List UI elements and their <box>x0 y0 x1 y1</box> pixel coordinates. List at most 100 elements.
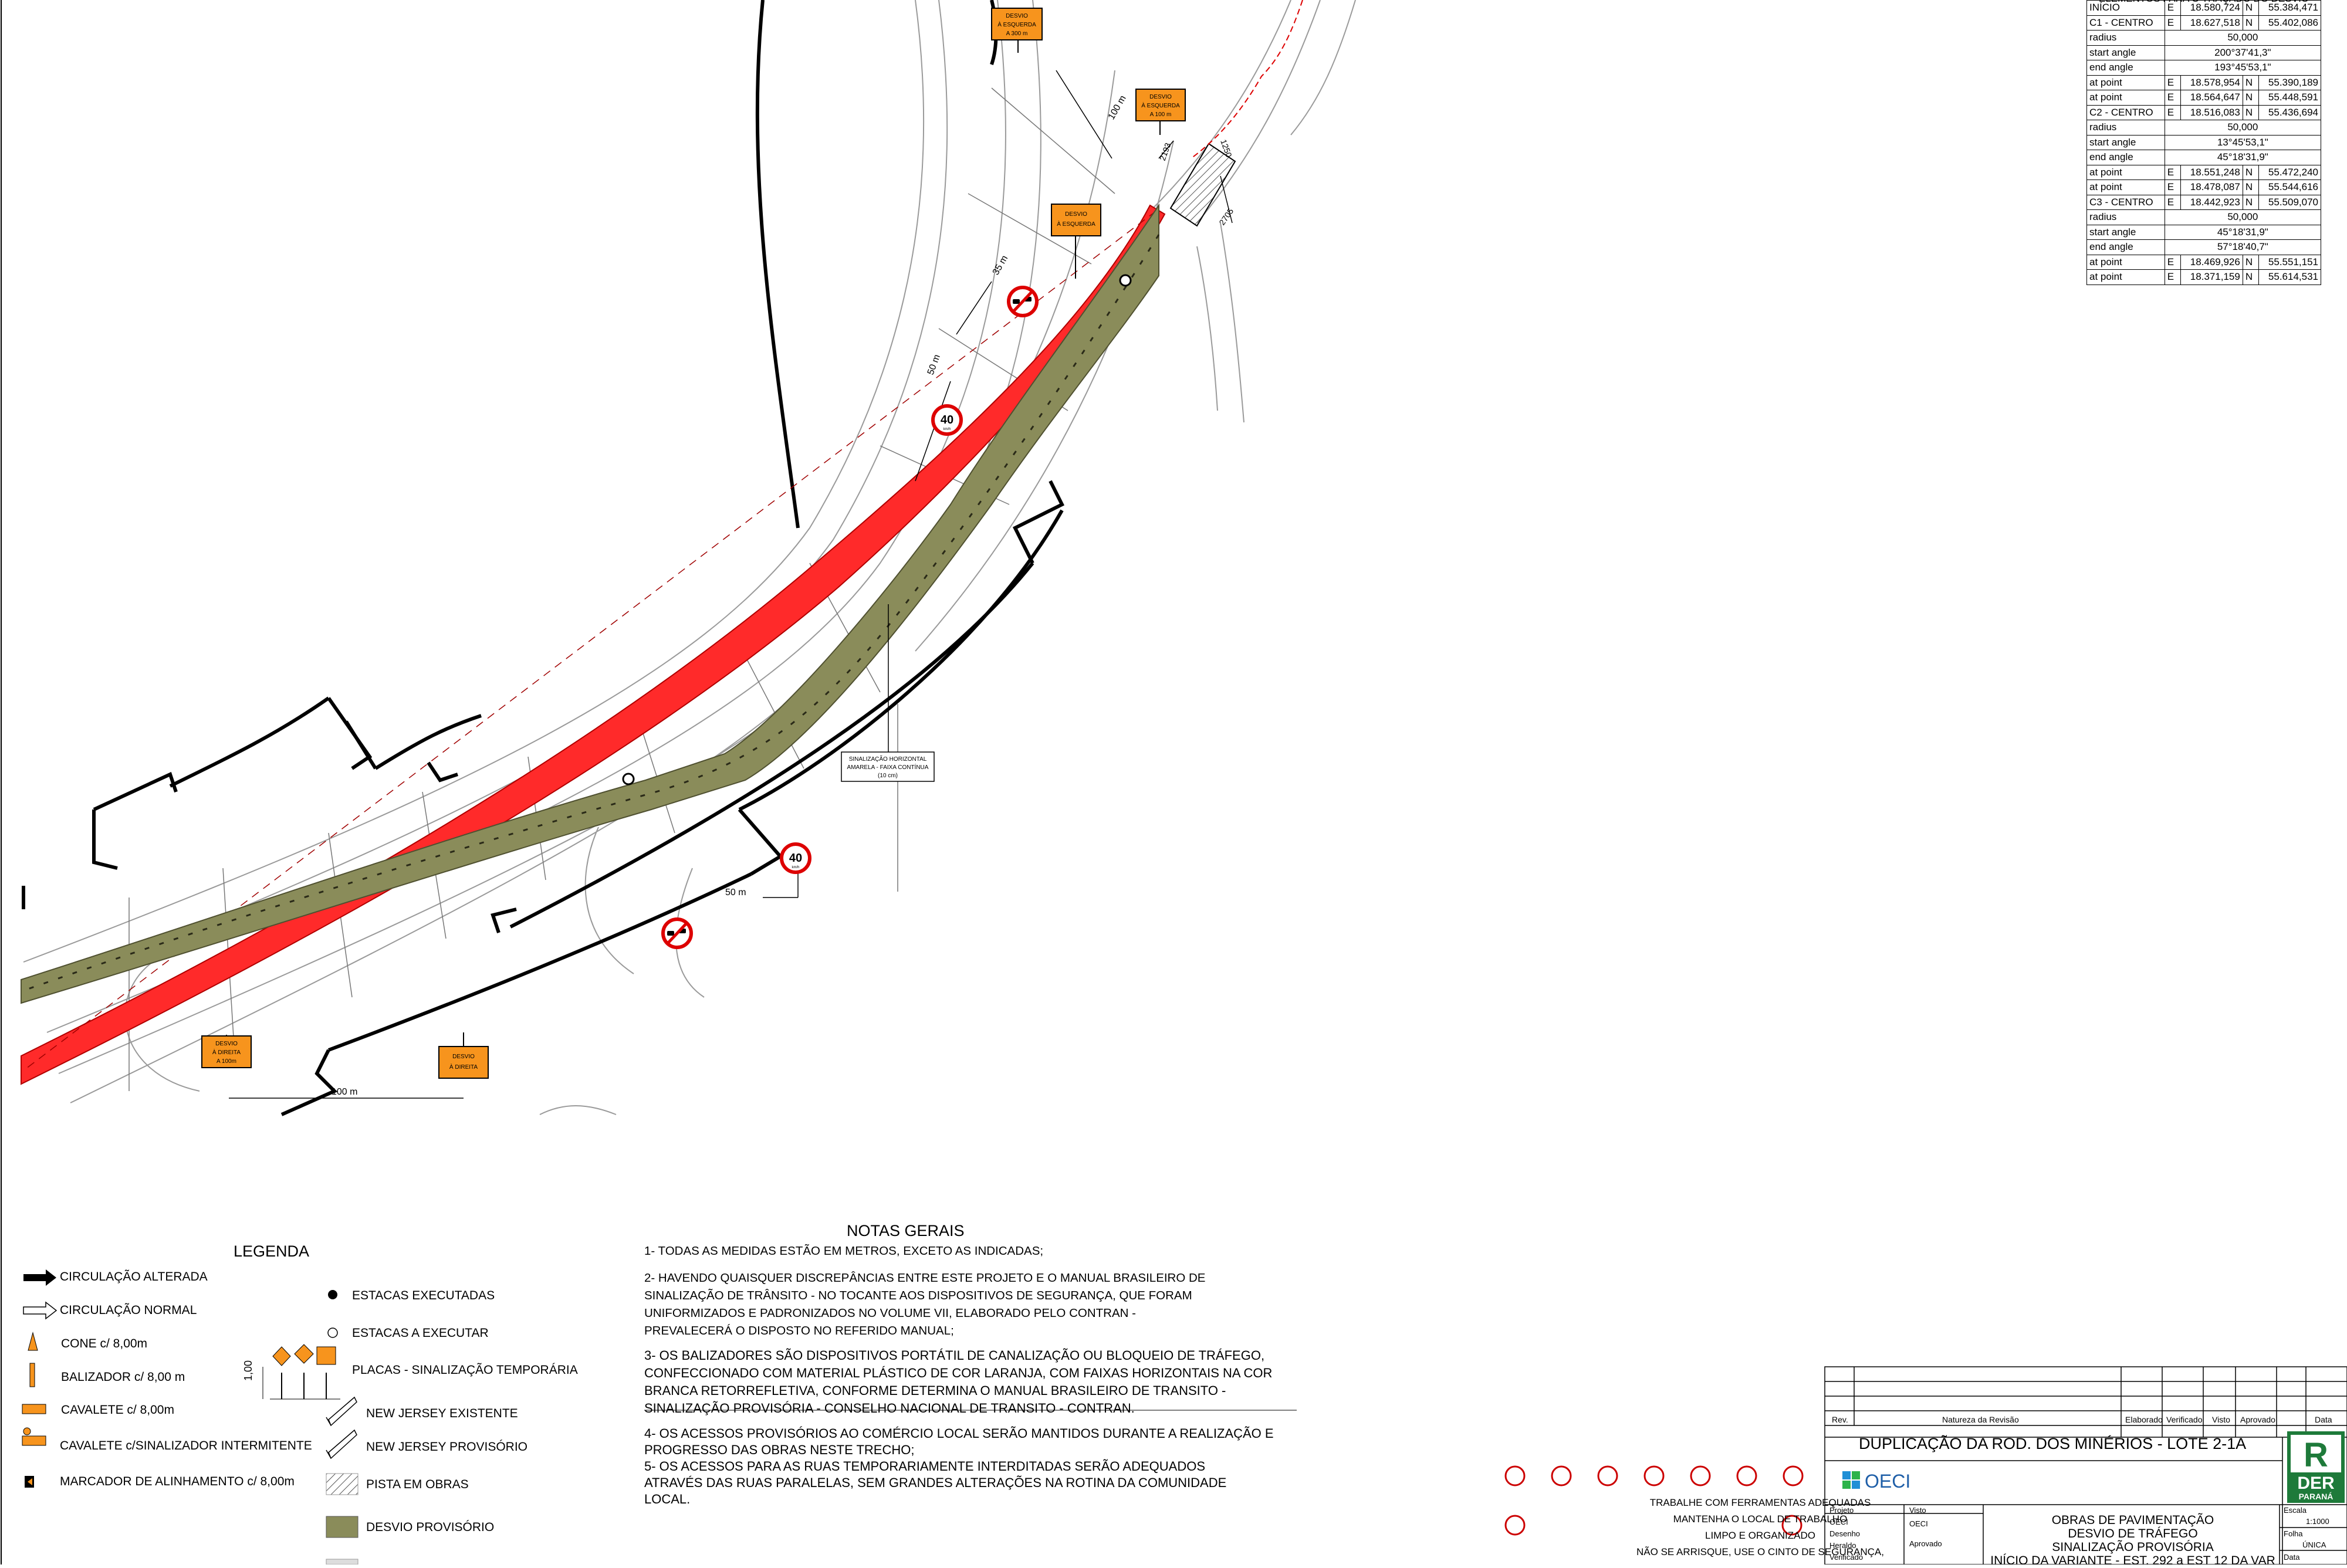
sign-line: À ESQUERDA <box>997 21 1036 28</box>
coordinate-label: at point <box>2086 74 2165 90</box>
coordinate-label: C2 - CENTRO <box>2086 104 2165 120</box>
sign-line: À DIREITA <box>212 1048 241 1056</box>
value-folha: ÚNICA <box>2302 1540 2326 1549</box>
coordinate-e-axis: E <box>2164 15 2181 31</box>
marcador-chevron-icon <box>28 1478 32 1485</box>
coordinate-label: end angle <box>2086 239 2165 255</box>
detour-band <box>21 203 1159 1004</box>
drawing-title-1: OBRAS DE PAVIMENTAÇÃO <box>2051 1513 2214 1527</box>
safety-gloves-icon <box>1597 1465 1618 1486</box>
outline-arrow-icon <box>23 1301 58 1320</box>
svg-text:DER: DER <box>2297 1474 2335 1493</box>
coordinate-label: radius <box>2086 30 2165 46</box>
coordinate-n-axis: N <box>2242 74 2259 90</box>
sign-desvio-esquerda: DESVIO À ESQUERDA <box>1051 204 1101 279</box>
safety-helmet-icon <box>1504 1465 1526 1486</box>
rev-header-verificado: Verificado <box>2166 1415 2203 1424</box>
coordinate-n-axis: N <box>2242 0 2259 16</box>
coordinate-e-axis: E <box>2164 74 2181 90</box>
safety-line-4: NÃO SE ARRISQUE, USE O CINTO DE SEGURANÇ… <box>1636 1546 1884 1557</box>
legend-circulacao-alterada: CIRCULAÇÃO ALTERADA <box>60 1270 208 1283</box>
svg-text:R: R <box>2304 1436 2328 1474</box>
rev-header-data: Data <box>2315 1415 2332 1424</box>
sign-desvio-esquerda-300: DESVIO À ESQUERDA A 300 m <box>991 8 1043 53</box>
coordinate-label: at point <box>2086 269 2165 285</box>
new-jersey-existente-icon <box>326 1396 357 1427</box>
value-desenho: Heraldo <box>1829 1541 1856 1550</box>
coordinate-e-axis: E <box>2164 90 2181 106</box>
dim-50m-bottom: 50 m <box>725 888 746 898</box>
sign-line: DESVIO <box>215 1041 238 1047</box>
legend-estacas-executadas: ESTACAS EXECUTADAS <box>352 1289 495 1302</box>
speed-limit-sign-top: 40 km/h <box>931 404 963 436</box>
svg-text:PARANÁ: PARANÁ <box>2299 1492 2334 1501</box>
coordinate-n-axis: N <box>2242 90 2259 106</box>
coordinate-e-axis: E <box>2164 180 2181 195</box>
sign-line: A 100 m <box>1150 111 1172 118</box>
legend-desvio-provisorio: DESVIO PROVISÓRIO <box>366 1520 495 1534</box>
sign-desvio-direita: DESVIO À DIREITA <box>438 1032 489 1079</box>
coordinate-east: 18.578,954 <box>2180 74 2243 90</box>
legend-new-jersey-provisorio: NEW JERSEY PROVISÓRIO <box>366 1440 527 1454</box>
detour-centerline <box>21 234 1160 993</box>
label-aprovado: Aprovado <box>1909 1539 1942 1548</box>
coordinate-north: 55.390,189 <box>2258 74 2322 90</box>
drawing-title-3: SINALIZAÇÃO PROVISÓRIA <box>2052 1540 2214 1554</box>
coordinate-e-axis: E <box>2164 164 2181 180</box>
company-name: OECI <box>1865 1471 1910 1492</box>
coordinate-label: end angle <box>2086 60 2165 76</box>
legend-cavalete-sinalizador: CAVALETE c/SINALIZADOR INTERMITENTE <box>60 1439 312 1452</box>
project-title: DUPLICAÇÃO DA ROD. DOS MINÉRIOS - LOTE 2… <box>1859 1435 2247 1452</box>
safety-worker-icon <box>1504 1515 1526 1536</box>
pista-em-obras-area <box>1169 143 1236 227</box>
coordinate-e-axis: E <box>2164 254 2181 270</box>
safety-no-entry-icon <box>1551 1465 1572 1486</box>
coordinate-east: 18.442,923 <box>2180 194 2243 210</box>
sign-line: DESVIO <box>1006 13 1028 19</box>
safety-icons <box>1504 1465 1804 1536</box>
value-escala: 1:1000 <box>2306 1517 2329 1526</box>
label-visto: Visto <box>1909 1506 1926 1515</box>
placas-icon <box>262 1344 340 1400</box>
oeci-logo-icon <box>1842 1471 1860 1489</box>
safety-line-2: MANTENHA O LOCAL DE TRABALHO <box>1673 1513 1848 1525</box>
cavalete-icon <box>22 1404 46 1414</box>
rev-header-natureza: Natureza da Revisão <box>1942 1415 2019 1424</box>
coordinate-label: start angle <box>2086 134 2165 150</box>
note-2: 2- HAVENDO QUAISQUER DISCREPÂNCIAS ENTRE… <box>644 1271 1206 1337</box>
coordinate-value: 13°45'53,1" <box>2164 134 2322 150</box>
coordinate-east: 18.478,087 <box>2180 180 2243 195</box>
dim-2193: 2193 <box>1158 141 1173 162</box>
coordinate-north: 55.509,070 <box>2258 194 2322 210</box>
coordinate-east: 18.551,248 <box>2180 164 2243 180</box>
legend-balizador: BALIZADOR c/ 8,00 m <box>61 1370 185 1384</box>
der-parana-logo-icon: R DER PARANÁ <box>2287 1431 2345 1503</box>
coordinate-north: 55.402,086 <box>2258 15 2322 31</box>
new-jersey-provisorio-icon <box>326 1429 357 1459</box>
legend-cavalete: CAVALETE c/ 8,00m <box>61 1403 174 1417</box>
coordinate-n-axis: N <box>2242 194 2259 210</box>
estaca-a-executar-icon <box>327 1327 338 1338</box>
coordinate-value: 193°45'53,1" <box>2164 60 2322 76</box>
safety-line-1: TRABALHE COM FERRAMENTAS ADEQUADAS <box>1649 1497 1871 1508</box>
coordinate-e-axis: E <box>2164 269 2181 285</box>
coordinate-label: at point <box>2086 254 2165 270</box>
sign-line: À ESQUERDA <box>1057 220 1095 228</box>
coordinate-east: 18.469,926 <box>2180 254 2243 270</box>
safety-harness-icon <box>1781 1515 1802 1536</box>
coordinate-label: radius <box>2086 209 2165 225</box>
existing-road-lines <box>23 0 1356 1115</box>
coordinate-east: 18.371,159 <box>2180 269 2243 285</box>
coordinate-north: 55.436,694 <box>2258 104 2322 120</box>
legend-placas-height: 1,00 <box>242 1360 255 1381</box>
estaca-circle <box>1119 274 1132 287</box>
svg-text:SINALIZAÇÃO HORIZONTAL: SINALIZAÇÃO HORIZONTAL <box>849 755 927 763</box>
coordinate-label: end angle <box>2086 150 2165 165</box>
